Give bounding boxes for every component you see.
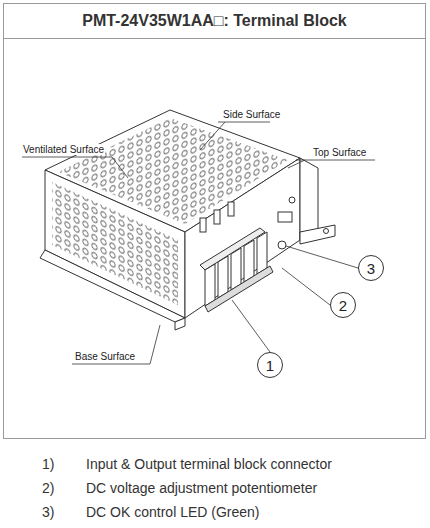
callout-circle: 1 <box>257 352 283 378</box>
callout-number: 2 <box>339 297 347 314</box>
list-text: DC voltage adjustment potentiometer <box>86 480 317 496</box>
list-text: Input & Output terminal block connector <box>86 456 332 472</box>
surface-label: Base Surface <box>74 351 136 362</box>
callout-number: 1 <box>266 357 274 374</box>
list-number: 2) <box>42 480 54 496</box>
title: PMT-24V35W1AA□: Terminal Block <box>82 12 347 30</box>
callout-circle: 2 <box>330 292 356 318</box>
list-number: 3) <box>42 504 54 520</box>
callout-number: 3 <box>367 260 375 277</box>
surface-label: Ventilated Surface <box>22 144 105 155</box>
list-number: 1) <box>42 456 54 472</box>
callout-circle: 3 <box>358 255 384 281</box>
list-text: DC OK control LED (Green) <box>86 504 260 520</box>
surface-label: Side Surface <box>222 109 281 120</box>
title-bar: PMT-24V35W1AA□: Terminal Block <box>3 3 426 39</box>
surface-label: Top Surface <box>312 147 367 158</box>
